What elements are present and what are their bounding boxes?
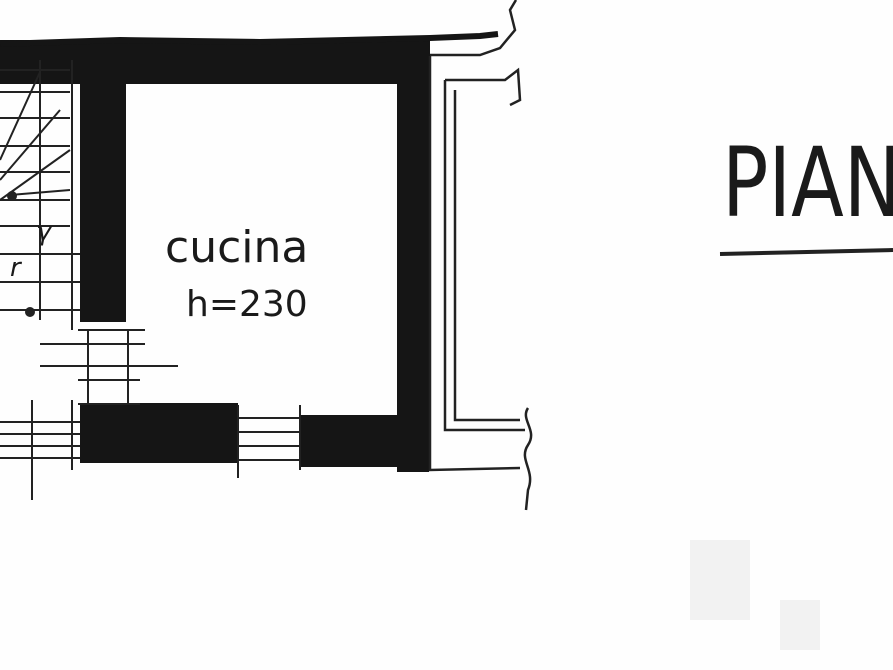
door-left [40,322,178,405]
wall-bottom-right [300,415,429,467]
wall-bottom-left [80,403,238,463]
wall-left [80,60,126,332]
heading-title: PIANO [722,128,893,240]
room-height-label: h=230 [186,284,308,325]
stair-mark-upper: γ [36,217,53,247]
walls [0,40,430,472]
wall-top-edge [0,31,499,47]
wall-right [397,60,429,472]
scan-noise [690,540,820,650]
window-left-bottom [0,400,80,500]
staircase [0,60,80,330]
heading-underline [719,248,893,256]
room-name: cucina [165,222,308,273]
window-bottom [237,405,301,478]
wall-top [0,40,430,84]
stair-mark-lower: r [10,253,23,283]
exterior-outline [428,0,533,511]
